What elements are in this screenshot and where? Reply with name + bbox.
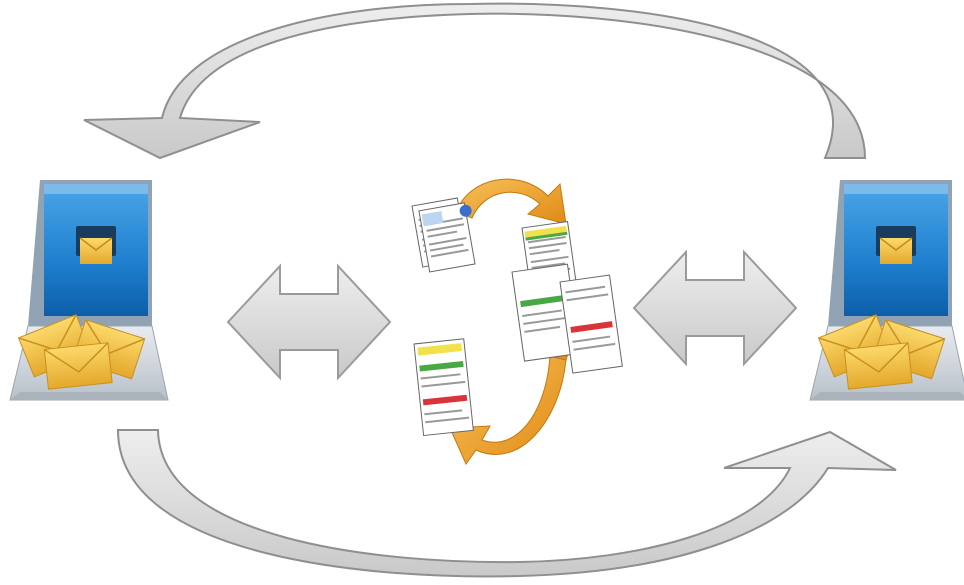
document-bottom-left bbox=[413, 338, 474, 437]
top-curved-arrow bbox=[83, 2, 867, 160]
left-double-arrow bbox=[227, 265, 391, 379]
bottom-curved-arrow bbox=[116, 429, 897, 578]
right-laptop-icon bbox=[809, 179, 964, 401]
document-right-red bbox=[559, 274, 623, 374]
right-double-arrow bbox=[633, 251, 797, 365]
document-top-left bbox=[411, 197, 476, 273]
document-top-right bbox=[521, 221, 577, 290]
document-cycle-icon bbox=[411, 178, 623, 466]
left-laptop-icon bbox=[9, 179, 169, 401]
